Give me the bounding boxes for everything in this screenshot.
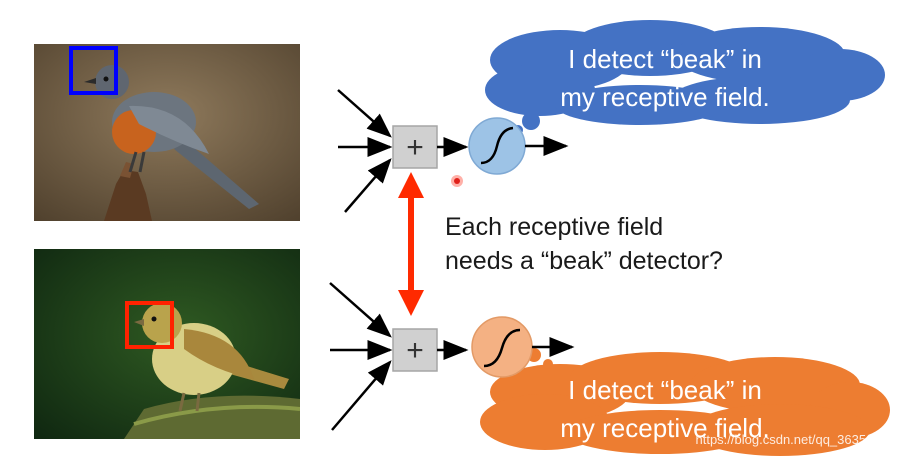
top-speech-cloud <box>485 20 885 135</box>
bottom-bubble-line2: my receptive field. <box>560 413 770 443</box>
top-bubble-line1: I detect “beak” in <box>568 44 762 74</box>
watermark: https://blog.csdn.net/qq_36350188 <box>695 432 896 447</box>
top-bird-photo <box>34 44 300 221</box>
top-bubble-line2: my receptive field. <box>560 82 770 112</box>
shared-weights-double-arrow <box>398 172 424 316</box>
bottom-speech-cloud <box>480 348 890 456</box>
bottom-receptive-field-box <box>125 301 174 349</box>
bottom-bird-photo <box>34 249 300 439</box>
top-input-arrows <box>337 89 393 213</box>
bottom-input-arrows <box>329 282 393 431</box>
bottom-bubble-text: I detect “beak” in my receptive field. <box>505 371 825 447</box>
question-text: Each receptive field needs a “beak” dete… <box>445 210 723 278</box>
bottom-sum-symbol: + <box>406 334 424 367</box>
bottom-bubble-line1: I detect “beak” in <box>568 375 762 405</box>
top-bubble-text: I detect “beak” in my receptive field. <box>505 40 825 116</box>
bottom-sum-node <box>392 328 438 372</box>
question-line1: Each receptive field <box>445 213 664 241</box>
question-line2: needs a “beak” detector? <box>445 247 723 275</box>
top-receptive-field-box <box>69 46 118 95</box>
top-sum-symbol: + <box>406 131 424 164</box>
